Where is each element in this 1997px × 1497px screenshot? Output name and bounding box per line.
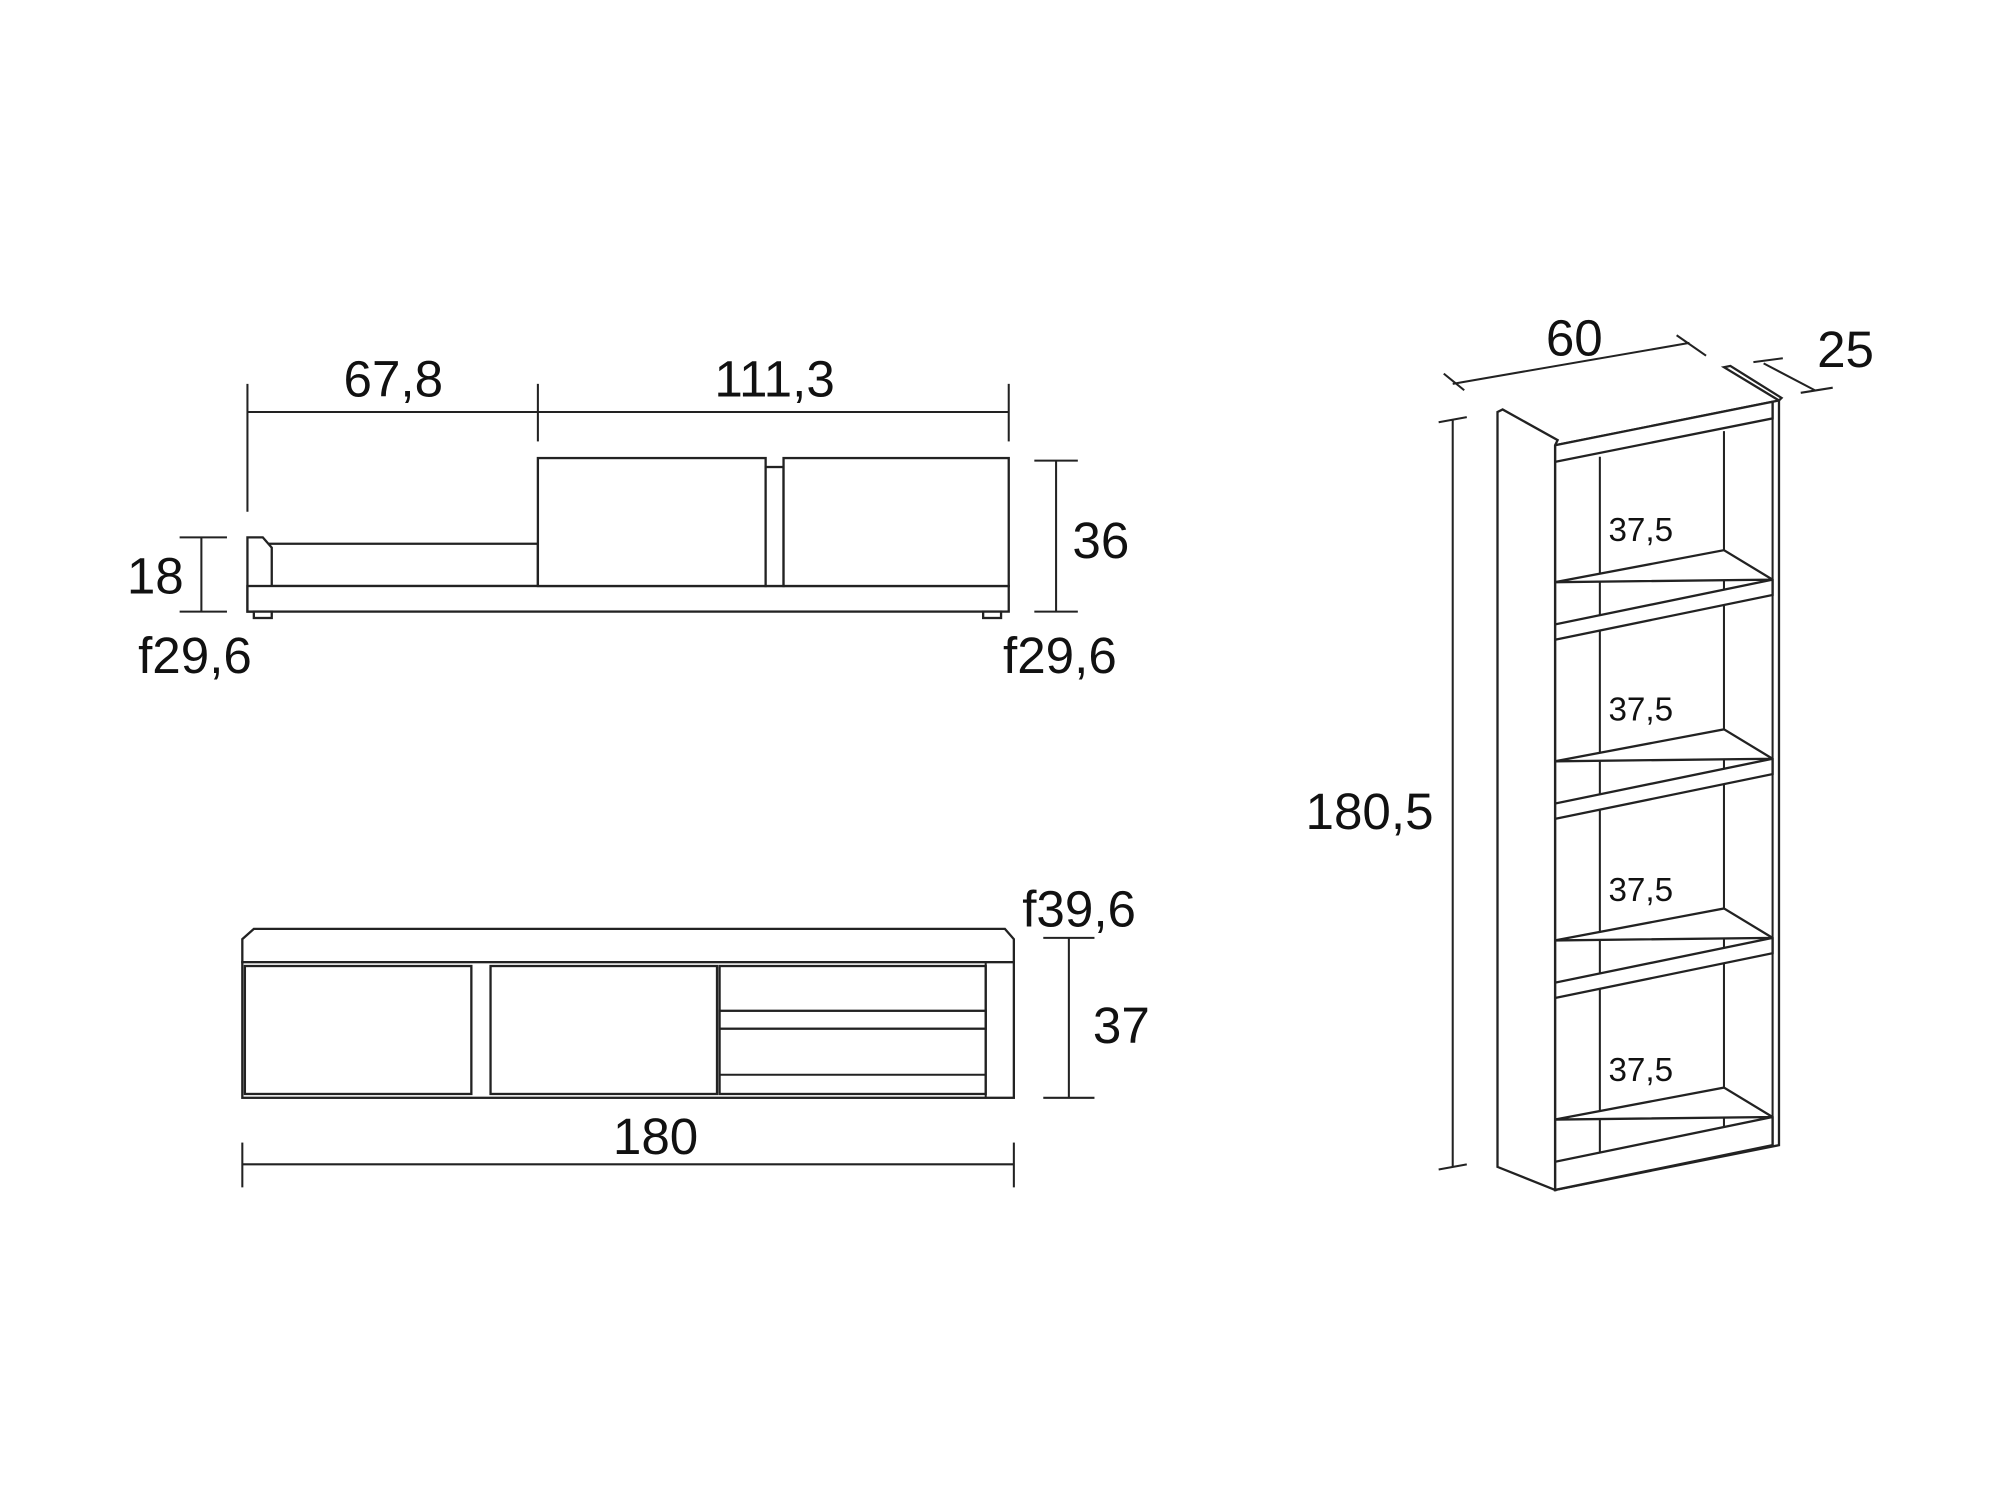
dimension-tick [1443,372,1465,392]
tv-width-label: 180 [613,1108,698,1165]
tv-unit: f39,6 37 180 [241,880,1150,1188]
dimension-tick [1800,386,1833,394]
door-left [243,964,473,1096]
dimension-tick [1676,334,1707,357]
compartment-1-height: 37,5 [1608,512,1673,549]
shelf-2 [1553,728,1774,821]
box-left [536,456,767,588]
compartment-4-height: 37,5 [1608,1052,1673,1089]
low-shelf-back [268,542,540,588]
tv-depth-label: f39,6 [1022,880,1136,937]
left-depth-label: f29,6 [138,627,252,684]
bookcase-height-label: 180,5 [1306,783,1434,840]
right-side-top-edge [1720,364,1784,402]
shelf-3 [1553,907,1774,1000]
low-height-label: 18 [127,548,184,605]
left-side-panel [1496,408,1560,1192]
tv-unit-top [241,927,1016,964]
door-middle [489,964,719,1096]
dimension-tick [1438,1163,1467,1171]
wall-shelf-unit: 67,8 111,3 36 18 f29,6 f29,6 [127,351,1129,684]
bookcase-depth-label: 25 [1817,321,1874,378]
tv-height-label: 37 [1093,997,1150,1054]
compartment-2-height: 37,5 [1608,691,1673,728]
right-depth-label: f29,6 [1003,627,1117,684]
foot-right [981,610,1003,620]
box-divider [764,465,785,588]
bookcase: 60 25 180,5 37,5 37,5 37,5 37,5 [1306,310,1874,1192]
box-right [782,456,1010,588]
bookcase-width-label: 60 [1546,310,1603,367]
box-height-label: 36 [1072,512,1129,569]
left-width-label: 67,8 [344,351,444,408]
inner-shelf [718,1009,987,1030]
compartment-3-height: 37,5 [1608,872,1673,909]
dimension-tick [1753,357,1783,364]
base-shelf [246,584,1010,613]
bookcase-width-dimension-line [1452,341,1690,385]
shelf-bottom [1553,1086,1774,1192]
right-width-label: 111,3 [714,351,834,408]
open-compartment [718,964,987,1096]
foot-left [252,610,273,620]
shelf-1 [1553,548,1774,642]
bookcase-depth-dimension-line [1763,362,1816,392]
dimension-tick [1438,416,1467,424]
